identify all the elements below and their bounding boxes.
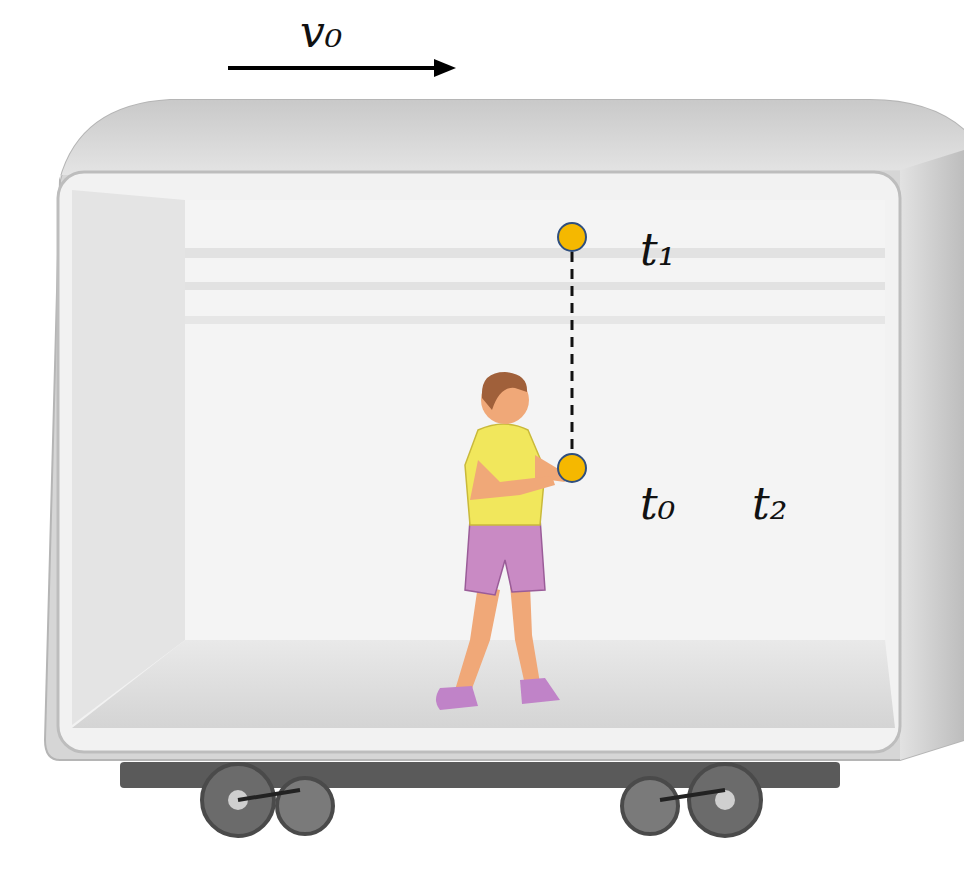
undercarriage bbox=[120, 762, 840, 836]
time-label: t₂ bbox=[752, 482, 787, 526]
leg bbox=[510, 585, 540, 685]
wheel-link bbox=[238, 790, 300, 800]
ball-motion bbox=[558, 223, 586, 482]
inner-left-wall bbox=[72, 190, 185, 725]
wheel bbox=[689, 764, 761, 836]
car-body bbox=[45, 100, 964, 760]
car-roof bbox=[60, 100, 964, 180]
arrow-shaft bbox=[228, 66, 438, 70]
dashed-path bbox=[571, 252, 574, 454]
car-opening bbox=[58, 172, 900, 752]
car-side bbox=[900, 150, 964, 760]
ball-top bbox=[558, 223, 586, 251]
wheel bbox=[622, 778, 678, 834]
wheel bbox=[277, 778, 333, 834]
back-wall bbox=[185, 200, 885, 640]
hair bbox=[482, 372, 527, 410]
wall-stripe bbox=[185, 316, 885, 324]
leg bbox=[455, 585, 500, 694]
car-shell bbox=[45, 100, 964, 760]
shorts bbox=[465, 518, 545, 595]
wall-stripe bbox=[185, 248, 885, 258]
time-label: t₀ bbox=[640, 482, 675, 526]
velocity-arrow bbox=[228, 59, 456, 77]
ball-hand bbox=[558, 454, 586, 482]
shoe bbox=[520, 678, 560, 704]
velocity-label: v₀ bbox=[300, 10, 343, 54]
wall-stripe bbox=[185, 282, 885, 290]
wheel-link bbox=[660, 790, 725, 800]
person-figure bbox=[436, 372, 565, 710]
arm bbox=[470, 460, 555, 500]
time-label: t₁ bbox=[640, 228, 675, 272]
shoe bbox=[436, 686, 478, 710]
arrow-head bbox=[434, 59, 456, 77]
